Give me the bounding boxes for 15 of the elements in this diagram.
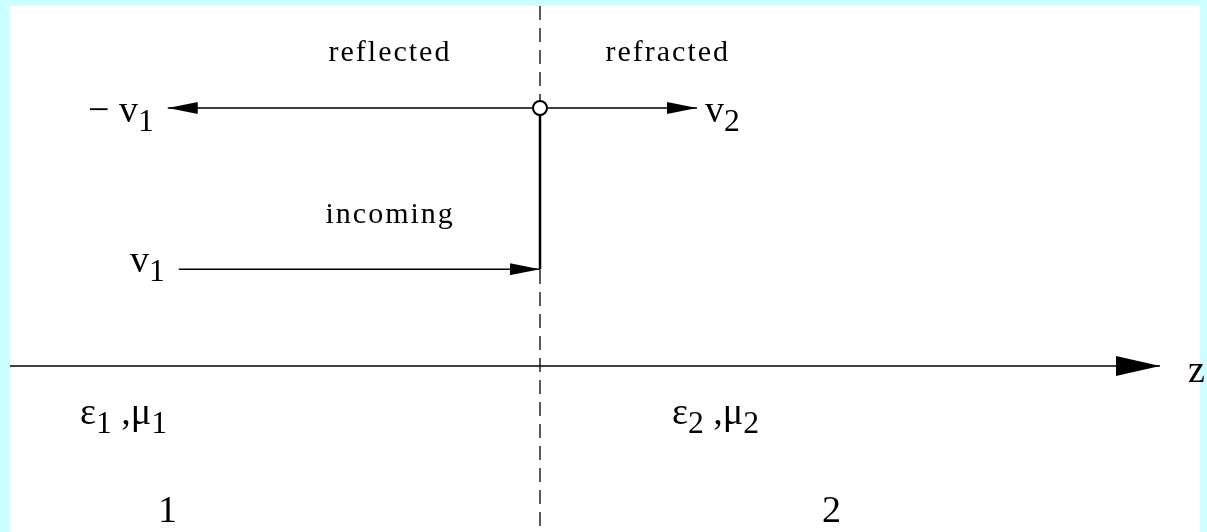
- axis-label: z: [1188, 350, 1205, 388]
- edge-label: incoming: [325, 198, 455, 228]
- arrow: [178, 263, 541, 276]
- edge-label: refracted: [605, 36, 731, 66]
- arrow: [547, 102, 698, 114]
- velocity-label: − v$_{1}$: [88, 90, 154, 137]
- medium-label: ε$_{1}$ ,μ$_{1}$: [80, 392, 167, 439]
- edge-label: reflected: [328, 36, 452, 66]
- arrow: [167, 102, 533, 114]
- junction-circle: [532, 100, 548, 116]
- velocity-label: v$_{1}$: [130, 240, 165, 287]
- region-number: 1: [158, 490, 177, 528]
- region-number: 2: [822, 490, 841, 528]
- medium-label: ε$_{2}$ ,μ$_{2}$: [672, 392, 759, 439]
- velocity-label: v$_{2}$: [705, 90, 740, 137]
